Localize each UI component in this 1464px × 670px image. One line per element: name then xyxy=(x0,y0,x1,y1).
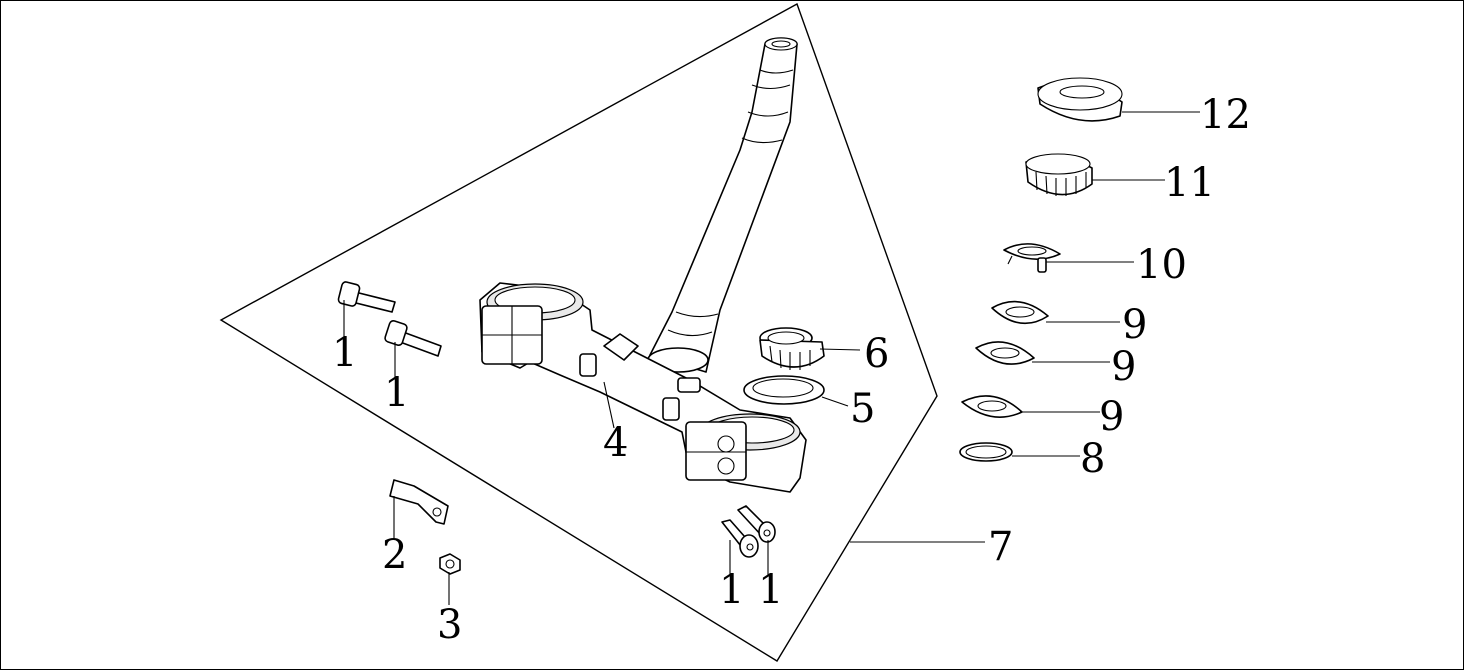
callout-12: 12 xyxy=(1200,92,1251,138)
bolt-1c xyxy=(721,519,759,558)
callout-2: 2 xyxy=(382,532,407,578)
lower-triple-clamp xyxy=(479,282,807,493)
callout-6: 6 xyxy=(864,331,889,377)
cable-bracket xyxy=(389,479,449,525)
callout-9-upper: 9 xyxy=(1122,302,1147,348)
assembly-outline xyxy=(219,2,938,662)
callout-1b: 1 xyxy=(384,370,409,416)
bolt-1d xyxy=(737,505,776,543)
lock-nut-middle xyxy=(975,341,1035,365)
leader-lines xyxy=(343,111,1200,605)
callout-1a: 1 xyxy=(332,330,357,376)
callout-5: 5 xyxy=(850,386,875,432)
callout-9-lower: 9 xyxy=(1099,394,1124,440)
lower-bearing xyxy=(759,327,825,370)
top-seal-cap xyxy=(1037,77,1123,122)
flange-nut xyxy=(439,553,461,575)
callout-3: 3 xyxy=(437,602,462,648)
callout-1d: 1 xyxy=(758,567,783,613)
lock-nut-lower xyxy=(961,395,1023,418)
callout-1c: 1 xyxy=(719,567,744,613)
callout-9-middle: 9 xyxy=(1111,344,1136,390)
bolt-1b xyxy=(384,319,442,357)
callout-10: 10 xyxy=(1136,242,1187,288)
lock-washer xyxy=(1003,243,1061,273)
washer-ring xyxy=(959,442,1013,462)
callout-11: 11 xyxy=(1164,160,1215,206)
upper-bearing xyxy=(1025,153,1093,196)
lock-nut-upper xyxy=(991,300,1049,325)
steering-stem xyxy=(647,37,798,373)
callout-7: 7 xyxy=(988,524,1013,570)
dust-seal xyxy=(743,375,825,405)
callout-4: 4 xyxy=(603,420,628,466)
callout-8: 8 xyxy=(1080,436,1105,482)
bolt-1a xyxy=(337,281,396,313)
